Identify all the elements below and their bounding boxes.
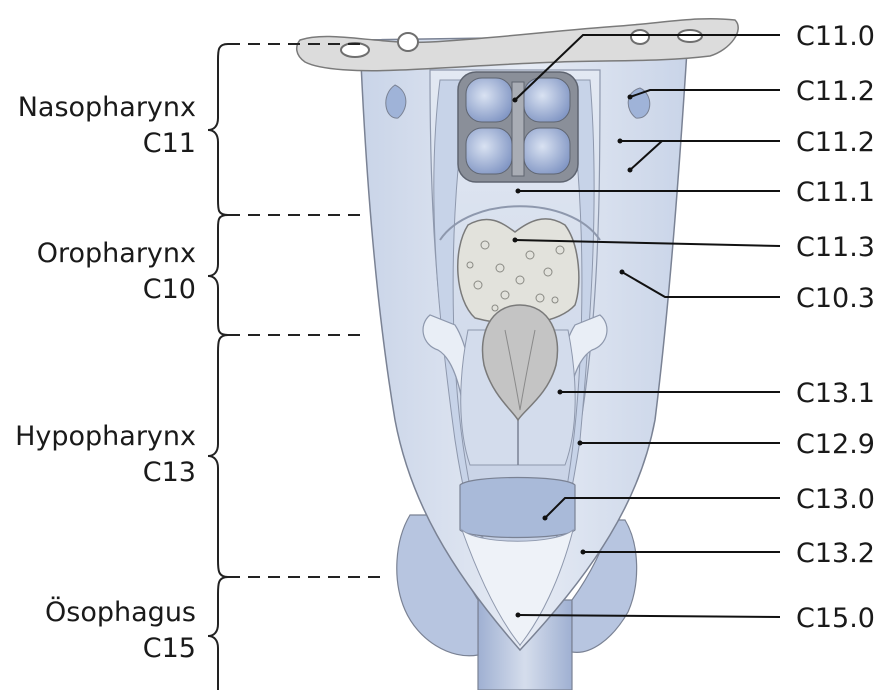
choana-lower-left [466, 128, 512, 174]
region-braces [208, 44, 228, 690]
bone-foramen-1 [341, 43, 369, 57]
bone-foramen-3 [631, 30, 649, 44]
choana-upper-left [466, 78, 512, 122]
region-code-nasopharynx: C11 [143, 128, 196, 159]
code-label: C11.0 [796, 21, 875, 52]
leader-dot-c11-2-fossa [618, 139, 623, 144]
leader-dot-c11-1 [516, 189, 521, 194]
leader-dot-c13-0 [543, 516, 548, 521]
code-label: C11.2 [796, 127, 875, 158]
region-code-hypopharynx: C13 [143, 457, 196, 488]
region-code-oesophagus: C15 [143, 633, 196, 664]
cricoid-band [460, 478, 575, 538]
code-label: C13.0 [796, 484, 875, 515]
code-label: C11.3 [796, 232, 875, 263]
region-name-nasopharynx: Nasopharynx [18, 92, 196, 123]
leader-dot-c13-1 [558, 390, 563, 395]
region-code-oropharynx: C10 [143, 274, 196, 305]
code-label: C15.0 [796, 603, 875, 634]
region-separators [228, 44, 380, 577]
code-label: C13.2 [796, 538, 875, 569]
code-label: C11.1 [796, 177, 875, 208]
code-label: C10.3 [796, 283, 875, 314]
leader-dot-c12-9 [578, 441, 583, 446]
region-name-oropharynx: Oropharynx [37, 238, 196, 269]
leader-dot-c10-3 [620, 270, 625, 275]
leader-dot-c11-2-lower [628, 168, 633, 173]
leader-dot-c15-0 [516, 613, 521, 618]
code-label: C11.2 [796, 76, 875, 107]
code-label: C12.9 [796, 429, 875, 460]
code-label: C13.1 [796, 378, 875, 409]
region-name-oesophagus: Ösophagus [45, 596, 196, 628]
leader-dot-c11-3 [513, 238, 518, 243]
bone-foramen-2 [398, 33, 418, 51]
choana-lower-right [524, 128, 570, 174]
brace-oesophagus [208, 577, 228, 690]
brace-hypopharynx [208, 335, 228, 577]
brace-nasopharynx [208, 44, 228, 215]
region-name-hypopharynx: Hypopharynx [15, 421, 196, 452]
leader-dot-c11-0 [513, 98, 518, 103]
brace-oropharynx [208, 215, 228, 335]
leader-dot-c11-2-upper [628, 95, 633, 100]
site-code-labels: C11.0 C11.2 C11.2 C11.1 C11.3 C10.3 C13.… [796, 21, 875, 634]
region-labels: Nasopharynx C11 Oropharynx C10 Hypophary… [15, 92, 196, 664]
leader-dot-c13-2 [581, 550, 586, 555]
